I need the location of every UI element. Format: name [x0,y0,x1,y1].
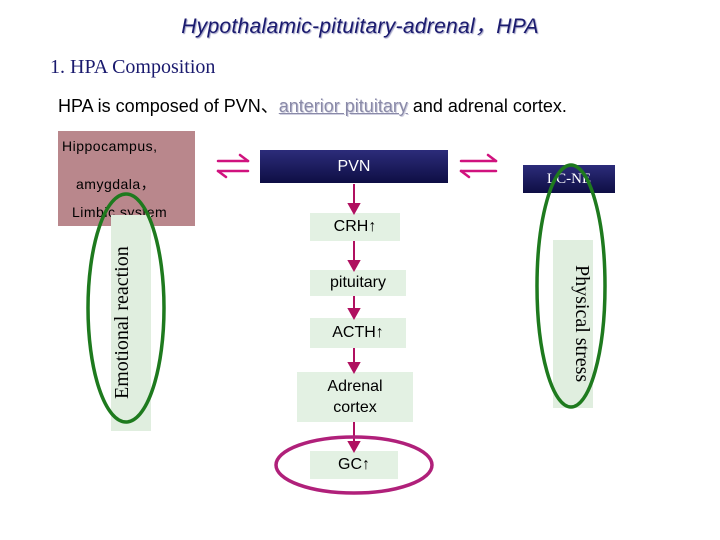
chain-arrows [347,184,361,454]
amygdala-label: amygdala， [76,176,156,192]
subtitle: HPA is composed of PVN、anterior pituitar… [58,92,567,118]
gc-ellipse [274,435,434,495]
pituitary-box: pituitary [310,270,406,296]
slide-title: Hypothalamic-pituitary-adrenal，HPA [181,15,539,38]
gc-box: GC↑ [310,451,398,479]
emotional-ellipse [86,192,166,424]
double-arrow-left [216,153,250,179]
subtitle-link-anterior-pituitary[interactable]: anterior pituitary [278,96,408,116]
acth-box: ACTH↑ [310,318,406,348]
subtitle-suffix: and adrenal cortex. [407,96,567,116]
section-heading: 1. HPA Composition [50,56,216,78]
adrenal-label: Adrenal [327,378,383,395]
subtitle-prefix: HPA is composed of PVN、 [58,96,279,116]
adrenal-cortex-box: Adrenal cortex [297,372,413,422]
crh-box: CRH↑ [310,213,400,241]
limbic-system-box [58,131,195,226]
cortex-label: cortex [333,399,377,416]
physical-stress-label: Physical stress [553,240,593,408]
physical-stress-ellipse [535,163,607,409]
pvn-box: PVN [260,150,448,183]
hippocampus-label: Hippocampus, [62,138,158,154]
double-arrow-right [459,153,498,179]
